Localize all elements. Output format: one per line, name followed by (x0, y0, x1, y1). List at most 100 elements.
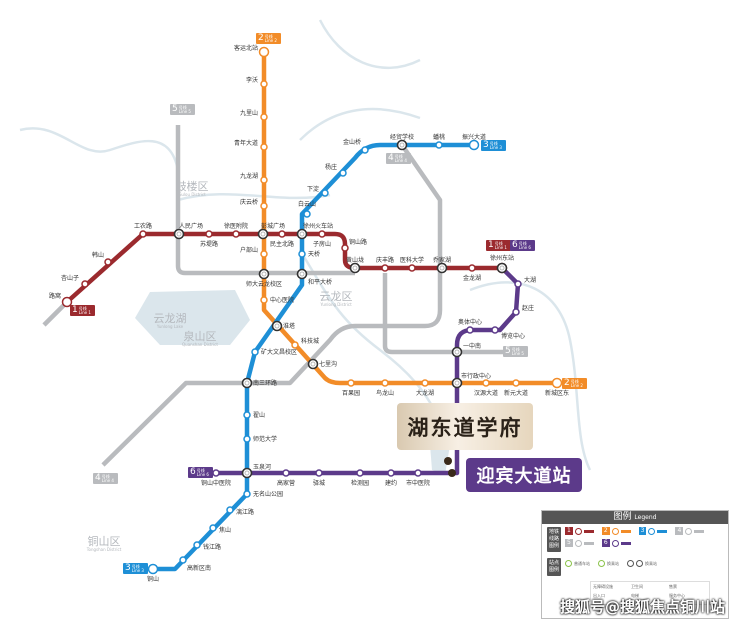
station-marker[interactable] (347, 379, 355, 387)
station[interactable]: 蟠桃 (433, 133, 445, 149)
station-marker[interactable] (260, 143, 268, 151)
station-marker[interactable] (243, 435, 251, 443)
station[interactable]: 驿城 (313, 469, 325, 487)
station-marker[interactable] (139, 230, 147, 238)
transfer-station[interactable] (241, 377, 253, 389)
station[interactable]: 铜山中医院 (201, 469, 231, 487)
station[interactable]: 大龙湖 (416, 379, 434, 397)
transfer-station[interactable] (241, 467, 253, 479)
yingbin-station-marker[interactable] (448, 469, 456, 477)
station-marker[interactable] (315, 469, 323, 477)
station[interactable]: 客运北站 (234, 44, 270, 58)
station[interactable]: 医科大学 (400, 256, 424, 272)
station[interactable]: 博览中心 (491, 326, 525, 340)
station[interactable]: 工农路 (134, 222, 152, 238)
station[interactable]: 矿大文昌校区 (251, 348, 297, 356)
station[interactable]: 中心医院 (260, 296, 294, 304)
station-marker[interactable] (243, 490, 251, 498)
station[interactable]: 苏堤路 (200, 230, 218, 248)
station[interactable]: 翟山 (243, 411, 265, 419)
station-marker[interactable] (260, 113, 268, 121)
station[interactable]: 李沃 (246, 76, 268, 88)
station-marker[interactable] (387, 469, 395, 477)
station-marker[interactable] (212, 469, 220, 477)
station[interactable]: 高家营 (277, 469, 295, 487)
station-marker[interactable] (381, 264, 389, 272)
transfer-station[interactable] (271, 320, 283, 332)
station-marker[interactable] (278, 230, 286, 238)
station[interactable]: 高新区南 (179, 556, 211, 572)
station-marker[interactable] (468, 139, 480, 151)
station[interactable]: 钱江路 (193, 541, 221, 551)
station-marker[interactable] (298, 250, 306, 258)
station-marker[interactable] (341, 244, 349, 252)
transfer-station[interactable] (496, 262, 508, 274)
station-marker[interactable] (258, 46, 270, 58)
transfer-station[interactable] (307, 358, 319, 370)
station-marker[interactable] (291, 341, 299, 349)
station-marker[interactable] (260, 250, 268, 258)
transfer-station[interactable] (451, 346, 463, 358)
station[interactable]: 大湖 (514, 276, 536, 288)
station-marker[interactable] (179, 556, 187, 564)
station-marker[interactable] (147, 563, 159, 575)
station-marker[interactable] (356, 469, 364, 477)
station[interactable]: 庆丰路 (376, 256, 394, 272)
station-marker[interactable] (260, 296, 268, 304)
station[interactable]: 漓江路 (226, 506, 254, 516)
station[interactable]: 建约 (385, 469, 397, 487)
station[interactable]: 杏山子 (61, 274, 89, 288)
station[interactable]: 子房山 (313, 230, 331, 248)
station[interactable]: 九里山 (240, 109, 268, 121)
station[interactable]: 路窝 (49, 292, 73, 308)
station[interactable]: 韩山 (92, 251, 112, 266)
station[interactable]: 振兴大道 (462, 133, 486, 151)
station-marker[interactable] (512, 308, 520, 316)
station-marker[interactable] (381, 379, 389, 387)
station-marker[interactable] (321, 189, 329, 197)
station[interactable]: 下淀 (307, 185, 329, 197)
station-marker[interactable] (361, 146, 369, 154)
station[interactable]: 天桥 (298, 250, 320, 258)
station[interactable]: 户部山 (240, 246, 268, 258)
transfer-station[interactable] (258, 268, 270, 280)
transfer-station[interactable] (436, 262, 448, 274)
station-marker[interactable] (260, 176, 268, 184)
transfer-station[interactable] (296, 268, 308, 280)
station[interactable]: 金山桥 (343, 138, 369, 154)
station[interactable]: 科技城 (291, 337, 319, 349)
station-marker[interactable] (468, 264, 476, 272)
station-marker[interactable] (408, 264, 416, 272)
station[interactable]: 汉源大道 (474, 379, 498, 397)
station-marker[interactable] (209, 524, 217, 532)
station[interactable]: 奥体中心 (458, 318, 482, 334)
transfer-station[interactable] (396, 139, 408, 151)
station-marker[interactable] (104, 258, 112, 266)
station-marker[interactable] (551, 377, 563, 389)
station-marker[interactable] (260, 80, 268, 88)
station[interactable]: 民主北路 (270, 230, 294, 248)
transfer-station[interactable] (257, 228, 269, 240)
station-marker[interactable] (339, 169, 347, 177)
station[interactable]: 白云山 (298, 200, 316, 218)
transfer-station[interactable] (349, 262, 361, 274)
station-marker[interactable] (466, 326, 474, 334)
station[interactable]: 金龙湖 (463, 264, 481, 282)
station[interactable]: 无名山公园 (243, 490, 283, 498)
station[interactable]: 赵庄 (512, 304, 534, 316)
station-marker[interactable] (205, 230, 213, 238)
station[interactable]: 九龙湖 (240, 172, 268, 184)
transfer-station[interactable] (296, 228, 308, 240)
station-marker[interactable] (414, 469, 422, 477)
station-marker[interactable] (232, 230, 240, 238)
station-marker[interactable] (421, 379, 429, 387)
station[interactable]: 徐医附院 (224, 222, 248, 238)
station[interactable]: 杨庄 (325, 163, 347, 177)
station[interactable]: 新元大道 (504, 379, 528, 397)
station-marker[interactable] (318, 230, 326, 238)
transfer-station[interactable] (173, 228, 185, 240)
station-marker[interactable] (81, 280, 89, 288)
station[interactable]: 新城区东 (545, 377, 569, 398)
station-marker[interactable] (514, 280, 522, 288)
station-marker[interactable] (282, 469, 290, 477)
